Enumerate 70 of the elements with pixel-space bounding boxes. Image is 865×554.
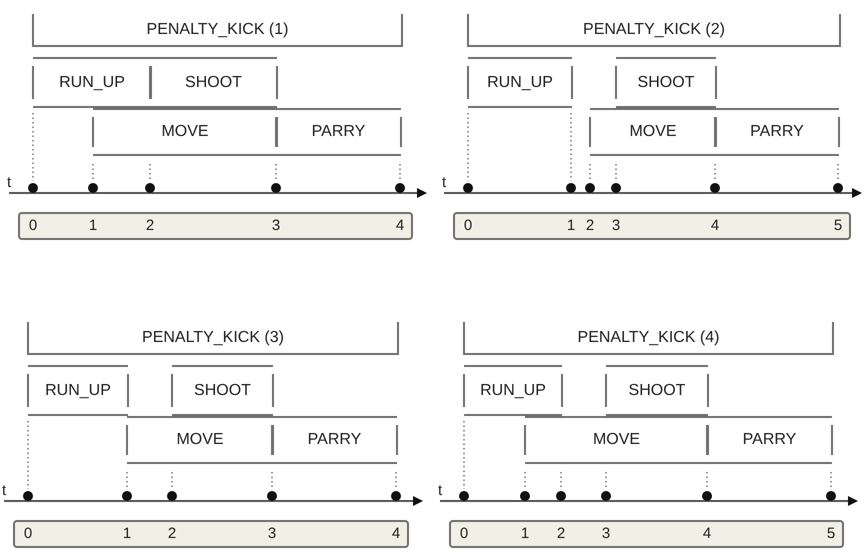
axis-label: t bbox=[442, 174, 446, 191]
sub-action-bracket bbox=[616, 57, 716, 108]
time-value: 5 bbox=[834, 217, 842, 234]
action-name: RUN_UP bbox=[487, 74, 553, 92]
sub-action-bracket bbox=[172, 365, 273, 416]
time-scale-bar bbox=[449, 520, 844, 548]
action-bracket bbox=[467, 14, 841, 47]
time-value: 1 bbox=[122, 525, 132, 542]
action-name: MOVE bbox=[161, 123, 209, 141]
action-bracket bbox=[463, 322, 834, 355]
action-name: PENALTY_KICK (4) bbox=[578, 328, 720, 346]
sub-action-bracket bbox=[525, 416, 708, 464]
time-value: 4 bbox=[396, 217, 404, 234]
time-value: 2 bbox=[146, 217, 154, 234]
action-name: PARRY bbox=[312, 123, 366, 141]
time-value: 5 bbox=[826, 525, 836, 542]
action-name: PENALTY_KICK (2) bbox=[583, 20, 725, 38]
sub-action-bracket bbox=[276, 108, 401, 156]
time-value: 2 bbox=[556, 525, 566, 542]
sub-action-bracket bbox=[606, 365, 708, 416]
sub-action-bracket bbox=[590, 108, 716, 156]
time-scale-bar bbox=[13, 520, 409, 548]
action-name: SHOOT bbox=[638, 74, 694, 92]
time-value: 1 bbox=[520, 525, 530, 542]
action-name: MOVE bbox=[176, 431, 224, 449]
action-name: PARRY bbox=[742, 431, 796, 449]
action-name: PARRY bbox=[308, 431, 362, 449]
time-value: 0 bbox=[460, 525, 468, 542]
time-value: 2 bbox=[168, 525, 176, 542]
sub-action-bracket bbox=[28, 365, 128, 416]
sub-action-bracket bbox=[715, 108, 839, 156]
action-name: MOVE bbox=[592, 431, 640, 449]
sub-action-bracket bbox=[127, 416, 273, 464]
sub-action-bracket bbox=[272, 416, 397, 464]
action-name: SHOOT bbox=[194, 382, 251, 400]
action-bracket bbox=[32, 14, 403, 47]
time-value: 1 bbox=[88, 217, 98, 234]
action-name: MOVE bbox=[629, 123, 677, 141]
time-value: 0 bbox=[28, 217, 38, 234]
action-name: PENALTY_KICK (1) bbox=[146, 20, 288, 38]
time-value: 3 bbox=[602, 525, 610, 542]
sub-action-bracket bbox=[150, 57, 277, 108]
time-scale-bar bbox=[18, 212, 413, 240]
action-name: PENALTY_KICK (3) bbox=[142, 328, 284, 346]
action-name: RUN_UP bbox=[45, 382, 111, 400]
action-name: SHOOT bbox=[185, 74, 242, 92]
sub-action-bracket bbox=[707, 416, 832, 464]
time-value: 4 bbox=[702, 525, 712, 542]
time-value: 3 bbox=[272, 217, 280, 234]
action-name: PARRY bbox=[750, 123, 804, 141]
time-scale-bar bbox=[453, 212, 851, 240]
time-value: 1 bbox=[566, 217, 576, 234]
axis-label: t bbox=[2, 482, 6, 499]
time-value: 0 bbox=[464, 217, 472, 234]
axis-label: t bbox=[7, 174, 12, 191]
sub-action-bracket bbox=[93, 108, 277, 156]
axis-label: t bbox=[438, 482, 442, 499]
action-name: RUN_UP bbox=[59, 74, 125, 92]
time-value: 4 bbox=[392, 525, 400, 542]
action-name: RUN_UP bbox=[480, 382, 546, 400]
action-name: SHOOT bbox=[628, 382, 686, 400]
time-value: 4 bbox=[710, 217, 720, 234]
sub-action-bracket bbox=[464, 365, 562, 416]
sub-action-bracket bbox=[33, 57, 151, 108]
action-bracket bbox=[27, 322, 399, 355]
sub-action-bracket bbox=[468, 57, 572, 108]
time-value: 2 bbox=[586, 217, 594, 234]
time-value: 0 bbox=[24, 525, 32, 542]
time-value: 3 bbox=[612, 217, 620, 234]
time-value: 3 bbox=[268, 525, 276, 542]
